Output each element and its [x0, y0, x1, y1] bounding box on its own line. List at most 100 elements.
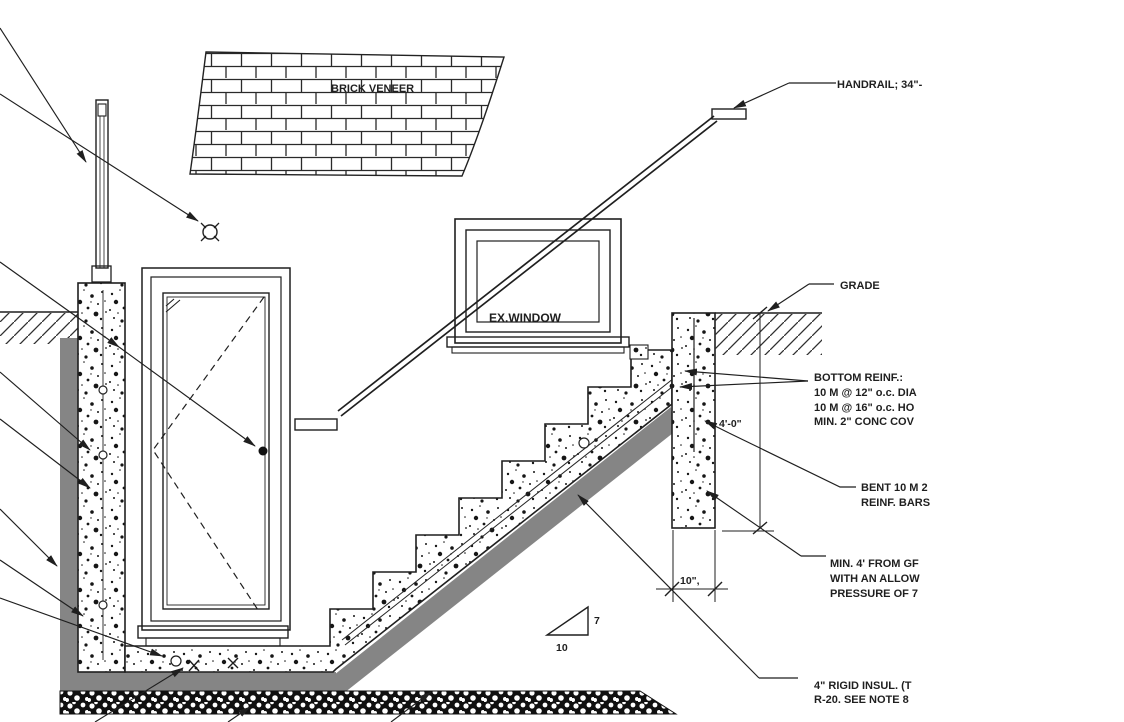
bent-bar-leader: [728, 432, 856, 488]
slab-markers: [170, 655, 239, 672]
concrete-foundation-wall: [77, 282, 126, 673]
dimension-frost-depth: 4'-0": [719, 306, 774, 535]
handrail-bottom-return: [294, 418, 338, 431]
handrail-top-line: [337, 115, 715, 412]
leader-line: [390, 691, 432, 722]
leader-line: [0, 508, 58, 567]
post-outline: [95, 99, 109, 269]
slope-triangle-shape: [544, 605, 589, 636]
slope-rise-value: 7: [594, 615, 600, 627]
brick-veneer-shape: [189, 51, 505, 177]
window-frame-outer: [454, 218, 622, 344]
dim-tick: [664, 581, 680, 597]
insulation-stair-strip: [334, 407, 673, 697]
slope-triangle: 7 10: [544, 605, 600, 654]
leader-line: [0, 93, 199, 222]
pier-width-value: 10",: [680, 575, 700, 587]
annotation-texts: HANDRAIL; 34"- GRADE BOTTOM REINF.: 10 M…: [814, 79, 930, 706]
tie-circle: [202, 224, 218, 240]
handrail: [294, 108, 747, 431]
grade-label: GRADE: [840, 280, 880, 292]
exterior-door: [137, 267, 291, 647]
slab-x-marker: [188, 659, 200, 672]
slope-run-value: 10: [556, 642, 568, 654]
handrail-bottom-line: [340, 120, 718, 417]
bent-bar-line1: BENT 10 M 2: [861, 482, 928, 494]
insul-line2: R-20. SEE NOTE 8: [814, 694, 909, 706]
bent-bar-leader-arrow: [704, 420, 730, 434]
post-base-plate: [91, 265, 112, 283]
brick-veneer-label: BRICK VENEER: [331, 83, 414, 95]
ex-window-label: EX.WINDOW: [489, 311, 562, 325]
door-frame-inner: [150, 276, 282, 622]
leader-line: [0, 418, 91, 489]
leader-line: [0, 597, 163, 657]
door-sill: [137, 625, 289, 639]
bent-bar-line2: REINF. BARS: [861, 497, 930, 509]
stair-rebar-line: [341, 355, 703, 641]
window-sill-lip: [451, 346, 625, 354]
grade-hatch-right: [715, 314, 822, 355]
dim-tick: [707, 581, 723, 597]
bearing-line2: WITH AN ALLOW: [830, 573, 920, 585]
grade-leader-arrow: [767, 283, 810, 312]
dim-tick: [752, 521, 768, 535]
bottom-reinf-title: BOTTOM REINF.:: [814, 372, 903, 384]
dimension-pier-width: 10",: [656, 530, 728, 602]
wall-reinforcing: [98, 290, 108, 660]
insul-leader-arrow: [577, 494, 760, 679]
post-cap: [97, 103, 107, 117]
window-sash: [476, 240, 600, 323]
door-swing-dashed: [152, 296, 265, 611]
dim-tick: [752, 306, 768, 320]
existing-window: EX.WINDOW: [446, 218, 649, 360]
tie-ticks: [200, 222, 220, 242]
grade-right: [715, 312, 822, 355]
leader-line: [0, 371, 91, 451]
door-sill-lip: [145, 637, 281, 647]
brick-veneer-panel: BRICK VENEER: [189, 51, 505, 177]
slab-x-marker: [227, 657, 239, 669]
leader-line: [0, 27, 87, 163]
leader-line: [118, 346, 256, 447]
insulation-wall-strip: [60, 338, 78, 672]
insul-line1: 4" RIGID INSUL. (T: [814, 680, 912, 692]
wall-rebar-dot: [98, 450, 108, 460]
gravel-layer: [59, 690, 678, 715]
bottom-reinf-leader-arrow: [679, 380, 809, 390]
slab-rebar-dot: [170, 655, 182, 667]
handrail-label: HANDRAIL; 34"-: [837, 79, 923, 91]
door-frame-outer: [141, 267, 291, 631]
bearing-line1: MIN. 4' FROM GF: [830, 558, 919, 570]
bottom-reinf-line4: MIN. 2" CONC COV: [814, 416, 915, 428]
stair-rebar-dot: [578, 437, 590, 449]
door-corner-ticks: [165, 298, 181, 313]
window-frame-mid: [465, 229, 611, 333]
bearing-leader-arrow: [706, 490, 802, 557]
leader-line: [0, 559, 84, 617]
insulation-underslab-strip: [60, 672, 336, 691]
leader-line: [94, 667, 184, 722]
wall-rebar-dot: [98, 385, 108, 395]
bearing-line3: PRESSURE OF 7: [830, 588, 918, 600]
window-sill: [446, 336, 630, 348]
leader-line: [227, 706, 251, 722]
handrail-leader-arrow: [733, 82, 790, 109]
bottom-reinf-leader-arrow: [684, 368, 809, 382]
bottom-reinf-line3: 10 M @ 16" o.c. HO: [814, 402, 915, 414]
wall-rebar-dot: [98, 600, 108, 610]
stair-rebar-line: [344, 360, 706, 646]
sill-end-block: [629, 344, 649, 360]
stair-bottom-reinforcing: [341, 355, 706, 646]
door-panel: [162, 292, 270, 610]
handrail-top-bracket: [711, 108, 747, 120]
concrete-stair-and-slab: [124, 349, 673, 673]
door-knob: [258, 446, 268, 456]
leader-line: [0, 261, 120, 348]
left-leader-lines: [0, 27, 432, 722]
rigid-insulation: [60, 338, 673, 697]
bottom-reinf-line2: 10 M @ 12" o.c. DIA: [814, 387, 917, 399]
door-panel-inner: [166, 296, 266, 606]
